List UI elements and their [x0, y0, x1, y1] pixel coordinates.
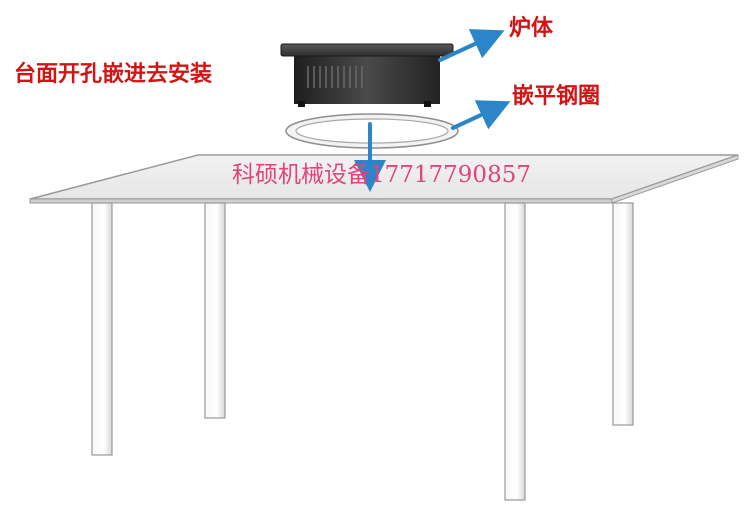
table [29, 154, 739, 501]
table-leg-front-right [504, 202, 526, 501]
arrow-to-stove-body [438, 29, 505, 62]
install-method-label: 台面开孔嵌进去安装 [14, 62, 213, 87]
arrows [354, 29, 511, 192]
stove-body-label: 炉体 [509, 16, 554, 41]
watermark-text: 科硕机械设备17717790857 [232, 162, 531, 188]
table-leg-front-left [91, 202, 113, 456]
stove-body [280, 43, 454, 107]
table-leg-back-left [204, 202, 226, 419]
steel-ring-label: 嵌平钢圈 [512, 84, 601, 109]
stove-vent-slots [307, 66, 363, 88]
table-top-side-edge [611, 154, 739, 204]
arrow-to-steel-ring [451, 100, 511, 130]
table-leg-back-right [612, 202, 634, 426]
